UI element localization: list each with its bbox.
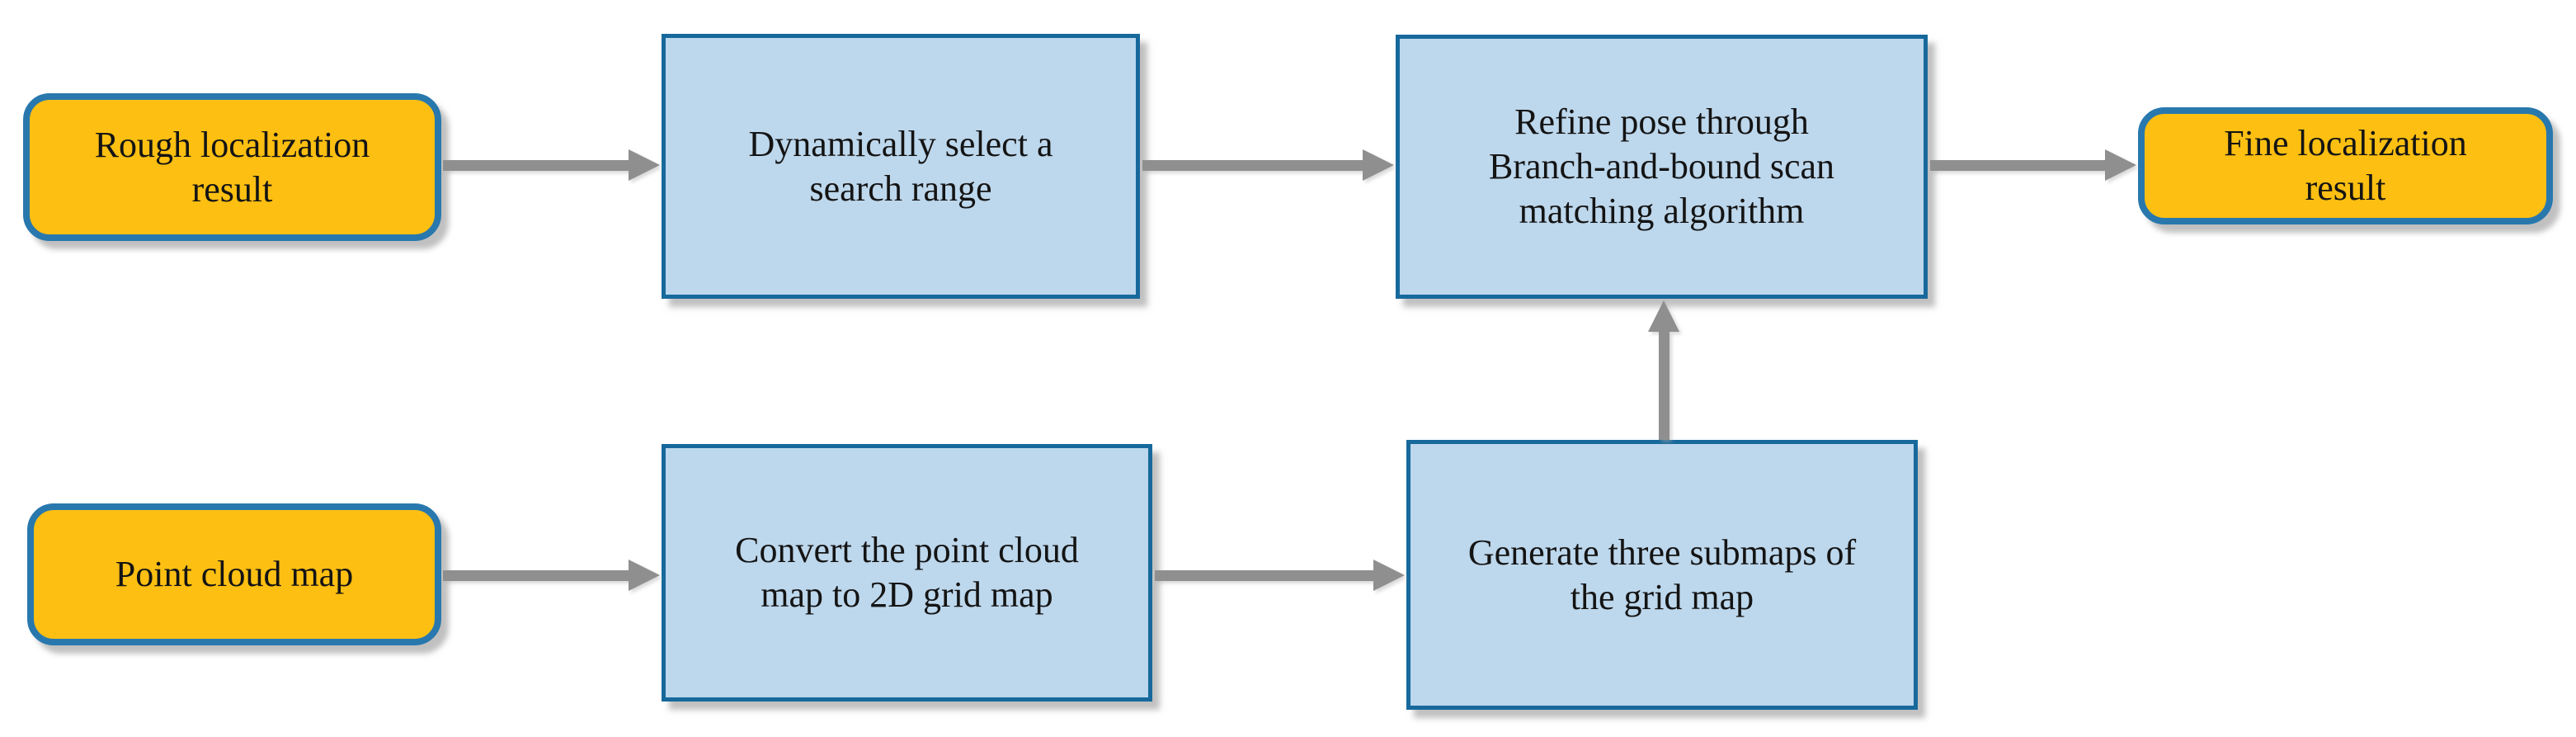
node-label-line: search range <box>809 168 992 209</box>
node-label-line: Branch-and-bound scan <box>1488 146 1835 187</box>
arrow-head-right-icon <box>1363 149 1394 181</box>
arrow-shaft <box>443 160 630 171</box>
node-label-line: the grid map <box>1570 576 1754 617</box>
node-convert-point-cloud: Convert the point cloud map to 2D grid m… <box>662 444 1152 702</box>
node-label-line: Convert the point cloud <box>735 530 1079 571</box>
node-generate-submaps: Generate three submaps of the grid map <box>1406 440 1918 710</box>
arrow-shaft <box>1142 160 1364 171</box>
arrow-head-up-icon <box>1648 300 1679 332</box>
node-label-line: result <box>2305 168 2386 208</box>
arrow-head-right-icon <box>629 560 660 591</box>
node-label-line: matching algorithm <box>1519 190 1805 231</box>
node-fine-localization-result: Fine localization result <box>2138 107 2553 224</box>
arrow-head-right-icon <box>629 149 660 181</box>
node-label-line: Fine localization <box>2224 123 2467 164</box>
node-label-line: Dynamically select a <box>748 123 1053 164</box>
node-label-line: Refine pose through <box>1514 102 1809 143</box>
arrow-shaft <box>1930 160 2107 171</box>
node-rough-localization-result: Rough localization result <box>23 93 441 241</box>
node-point-cloud-map: Point cloud map <box>27 503 441 645</box>
arrow-shaft <box>443 570 630 581</box>
arrow-shaft <box>1155 570 1375 581</box>
node-label-line: Point cloud map <box>115 554 354 595</box>
node-label-line: result <box>191 168 273 210</box>
node-label-line: Generate three submaps of <box>1467 531 1857 573</box>
node-label-line: Rough localization <box>94 124 370 165</box>
node-refine-pose: Refine pose through Branch-and-bound sca… <box>1396 35 1928 299</box>
arrow-head-right-icon <box>2105 149 2136 181</box>
arrow-shaft <box>1659 330 1669 440</box>
node-dynamic-search-range: Dynamically select a search range <box>662 34 1140 299</box>
node-label-line: map to 2D grid map <box>761 574 1053 615</box>
arrow-head-right-icon <box>1373 560 1405 591</box>
